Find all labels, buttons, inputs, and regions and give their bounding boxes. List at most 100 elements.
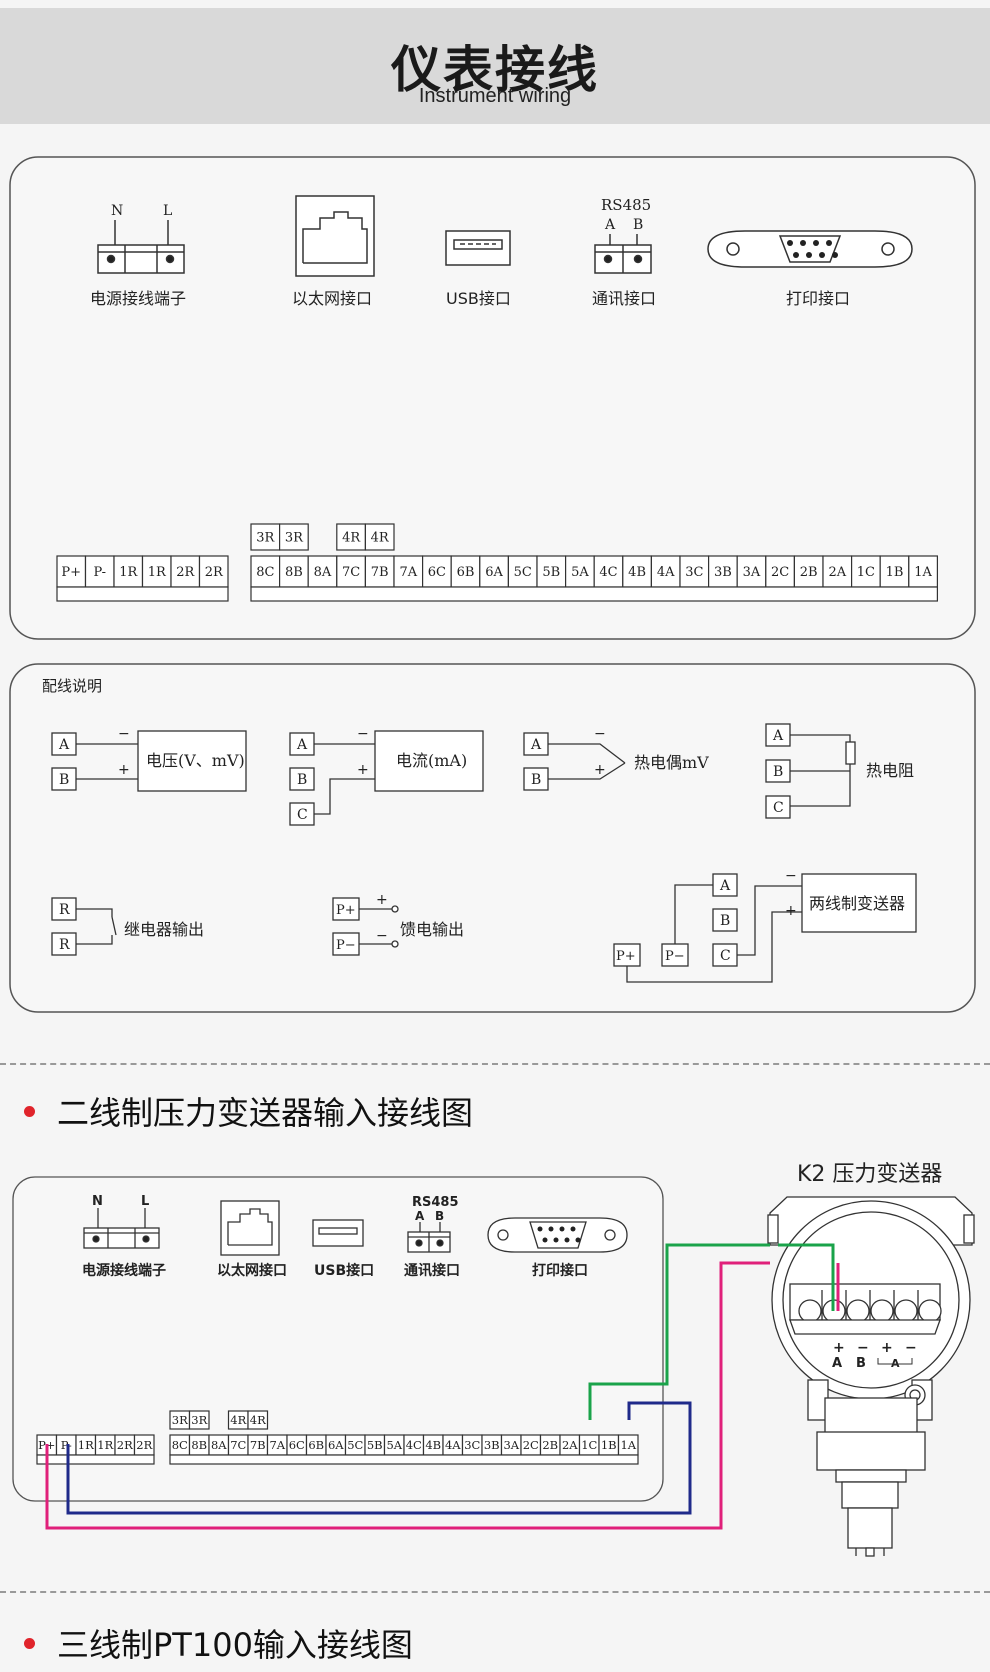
terminal-label: 7A (269, 1438, 285, 1452)
tw-terminal-b: B (720, 913, 730, 929)
terminal-label: 1A (620, 1438, 636, 1452)
rtd-terminal-b: B (773, 764, 783, 780)
tw-plus: + (785, 903, 797, 919)
terminal-label: 4B (628, 565, 646, 580)
terminal-cell (250, 523, 281, 551)
terminal-label: 1C (581, 1438, 597, 1452)
two-wire-pressure-diagram: N L 电源接线端子 以太网接口 USB接口 RS485 A B 通讯接口 打印… (12, 1162, 975, 1557)
rs485-b-label: B (633, 217, 643, 233)
terminal-label: P+ (61, 565, 81, 580)
s1-rs485-b: B (435, 1209, 444, 1223)
i-terminal-a: A (296, 737, 308, 753)
page-subtitle: Instrument wiring (418, 85, 572, 107)
divider-2 (0, 1591, 990, 1593)
tx-label-b: B (856, 1356, 866, 1371)
current-label: 电流(mA) (396, 751, 467, 770)
terminal-cell (113, 555, 144, 588)
terminal-label: 7C (342, 565, 360, 580)
terminal-cell (850, 555, 881, 588)
rear-panel: N L 电源接线端子 以太网接口 USB接口 RS485 A B (9, 156, 976, 640)
terminal-strip-base (169, 1454, 639, 1465)
tc-plus: + (594, 762, 606, 778)
usb-port-icon (445, 230, 511, 266)
tw-terminal-c: C (720, 948, 731, 964)
terminal-label: 4R (342, 531, 361, 546)
tw-terminal-p-plus: P+ (616, 949, 636, 964)
feed-label: 馈电输出 (400, 920, 464, 939)
relay-label: 继电器输出 (124, 920, 204, 939)
terminal-label: 3R (256, 531, 275, 546)
v-terminal-a: A (58, 737, 70, 753)
feed-plus: + (376, 892, 388, 908)
terminal-label: 1R (78, 1438, 94, 1452)
tc-terminal-b: B (531, 772, 541, 788)
terminal-label: 4B (425, 1438, 441, 1452)
terminal-label: 3A (503, 1438, 519, 1452)
usb-label: USB接口 (446, 289, 511, 308)
terminal-label: 3R (191, 1413, 207, 1427)
tw-terminal-p-minus: P− (665, 949, 685, 964)
terminal-cell (736, 555, 767, 588)
i-terminal-b: B (297, 772, 307, 788)
terminal-strip-base (56, 586, 229, 602)
terminal-label: 4C (406, 1438, 422, 1452)
power-label: 电源接线端子 (90, 289, 186, 308)
tx-pin-minus-2: − (905, 1340, 917, 1356)
terminal-label: 8B (191, 1438, 207, 1452)
terminal-label: 7B (371, 565, 389, 580)
i-terminal-c: C (297, 807, 308, 823)
tx-label-a: A (832, 1356, 842, 1371)
section1-title: 二线制压力变送器输入接线图 (57, 1094, 474, 1132)
terminal-label: 2A (828, 565, 846, 580)
relay-terminal-r2: R (59, 937, 70, 953)
terminal-label: 4R (250, 1413, 266, 1427)
rtd-terminal-a: A (772, 728, 784, 744)
terminal-label: 1R (119, 565, 138, 580)
section2-title: 三线制PT100输入接线图 (57, 1626, 413, 1664)
terminal-label: 2C (523, 1438, 539, 1452)
terminal-label: 4R (371, 531, 390, 546)
v-terminal-b: B (59, 772, 69, 788)
rtd-label: 热电阻 (866, 761, 914, 780)
terminal-label: 2A (562, 1438, 578, 1452)
terminal-label: 1R (148, 565, 167, 580)
terminal-cell (336, 523, 366, 551)
ethernet-port-icon (295, 195, 375, 277)
v-plus: + (118, 762, 130, 778)
terminal-label: 6B (457, 565, 475, 580)
terminal-strip-base (250, 586, 939, 602)
terminal-label: 2R (205, 565, 224, 580)
terminal-label: 3A (743, 565, 761, 580)
comm-label: 通讯接口 (592, 289, 656, 308)
terminal-cell (279, 523, 309, 551)
tc-terminal-a: A (530, 737, 542, 753)
terminal-cell (188, 1410, 210, 1430)
terminal-label: 5C (347, 1438, 363, 1452)
terminal-label: 5B (367, 1438, 383, 1452)
power-terminal-icon: N L (97, 203, 185, 274)
small-comm-icon (407, 1222, 451, 1253)
tw-terminal-a: A (719, 878, 731, 894)
relay-terminal-strip: 3R 3R 4R 4R (250, 523, 395, 551)
s1-power-n: N (92, 1194, 103, 1209)
transmitter-title: K2 压力变送器 (797, 1162, 942, 1187)
terminal-label: 4A (445, 1438, 461, 1452)
s1-rs485: RS485 (412, 1195, 459, 1210)
s1-comm-label: 通讯接口 (404, 1262, 460, 1279)
terminal-label: 3R (285, 531, 304, 546)
print-port-icon (707, 230, 913, 268)
rs485-label: RS485 (601, 196, 651, 214)
voltage-label: 电压(V、mV) (146, 751, 245, 770)
tx-pin-plus-1: + (833, 1340, 845, 1356)
terminal-label: 8A (314, 565, 332, 580)
relay-terminal-r1: R (59, 902, 70, 918)
terminal-cell (650, 555, 681, 588)
print-label: 打印接口 (786, 289, 850, 308)
pressure-transmitter-icon (767, 1196, 975, 1557)
terminal-label: 8C (256, 565, 274, 580)
bullet-icon (24, 1105, 35, 1117)
